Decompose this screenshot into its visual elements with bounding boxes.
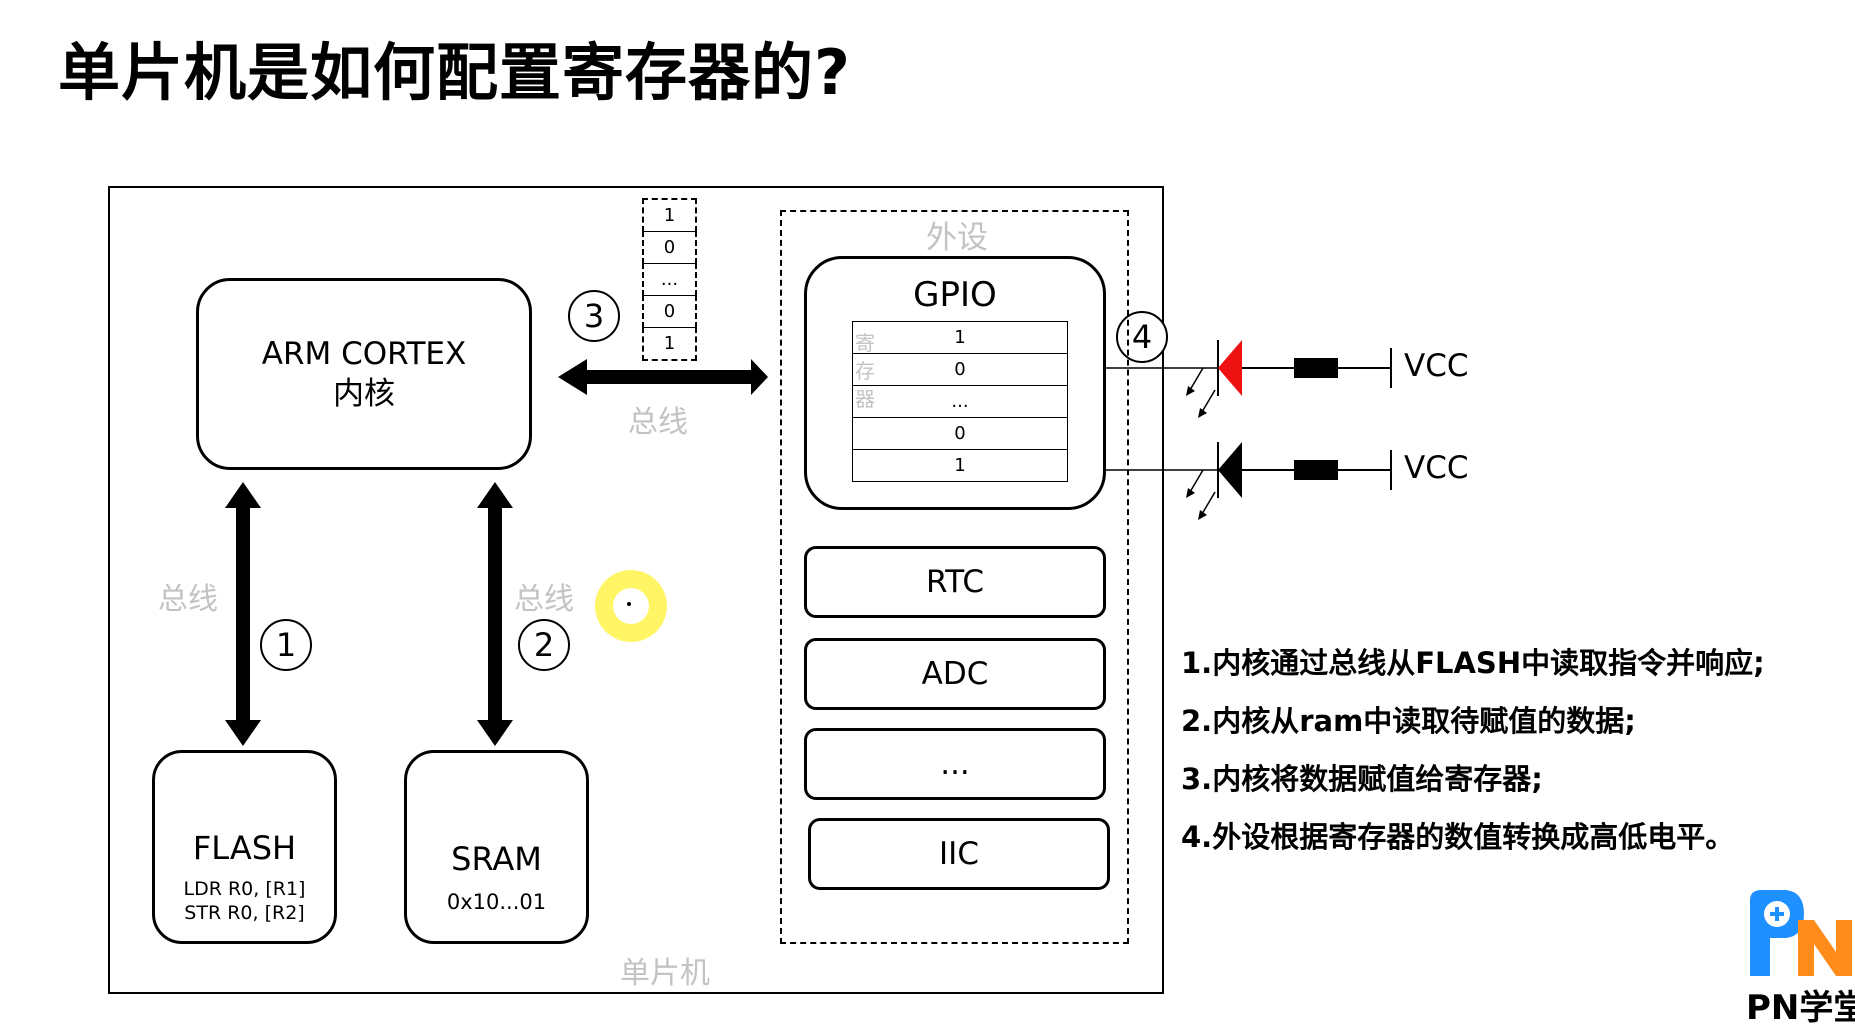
peripheral-more: ... — [804, 728, 1106, 800]
peripheral-iic: IIC — [808, 818, 1110, 890]
core-subtitle: 内核 — [333, 376, 395, 412]
flash-instruction-2: STR R0, [R2] — [184, 902, 305, 924]
circled-step-1: 1 — [260, 619, 312, 671]
flash-instruction-1: LDR R0, [R1] — [183, 878, 306, 900]
mcu-boundary — [108, 186, 1164, 994]
flash-title: FLASH — [192, 829, 297, 867]
resistor-2-icon — [1294, 460, 1338, 480]
transfer-bit: ... — [642, 263, 697, 296]
circled-step-2: 2 — [518, 619, 570, 671]
led-on-icon — [1186, 340, 1294, 418]
bus-label-top: 总线 — [628, 405, 688, 440]
circled-step-3: 3 — [568, 290, 620, 342]
bus-label-left: 总线 — [158, 582, 218, 617]
transfer-bit: 0 — [642, 231, 697, 264]
transfer-bits-table: 1 0 ... 0 1 — [642, 198, 697, 361]
bus-arrow-core-flash — [225, 482, 261, 746]
step-text-4: 4.外设根据寄存器的数值转换成高低电平。 — [1181, 820, 1735, 854]
transfer-bit: 1 — [642, 198, 697, 232]
register-bit: 0 — [852, 353, 1068, 386]
flash-box: FLASH LDR R0, [R1] STR R0, [R2] — [152, 750, 337, 944]
step-text-1: 1.内核通过总线从FLASH中读取指令并响应; — [1181, 646, 1765, 680]
register-bit: ... — [852, 385, 1068, 418]
arm-core-box: ARM CORTEX 内核 — [196, 278, 532, 470]
pn-logo-icon — [1746, 890, 1852, 978]
register-bit: 1 — [852, 321, 1068, 354]
vcc-label-2: VCC — [1404, 450, 1469, 486]
page-title: 单片机是如何配置寄存器的? — [58, 36, 851, 109]
peripheral-adc: ADC — [804, 638, 1106, 710]
register-bit: 0 — [852, 417, 1068, 450]
mcu-label: 单片机 — [620, 956, 710, 991]
step-text-3: 3.内核将数据赋值给寄存器; — [1181, 762, 1543, 796]
bus-label-middle: 总线 — [514, 582, 574, 617]
gpio-box: GPIO 寄 存 器 1 0 ... 0 1 — [804, 256, 1106, 510]
sram-value: 0x10...01 — [446, 890, 547, 914]
circled-step-4: 4 — [1116, 311, 1168, 363]
bus-arrow-core-sram — [477, 482, 513, 746]
peripherals-boundary — [780, 210, 1129, 944]
peripheral-rtc: RTC — [804, 546, 1106, 618]
logo-text: PN学堂 — [1746, 988, 1855, 1028]
transfer-bit: 1 — [642, 327, 697, 361]
step-text-2: 2.内核从ram中读取待赋值的数据; — [1181, 704, 1636, 738]
core-name: ARM CORTEX — [261, 336, 467, 372]
resistor-1-icon — [1294, 358, 1338, 378]
register-bit: 1 — [852, 449, 1068, 482]
peripherals-label: 外设 — [926, 220, 988, 256]
sram-box: SRAM 0x10...01 — [404, 750, 589, 944]
bus-arrow-core-peripheral — [558, 359, 768, 395]
sram-title: SRAM — [451, 840, 542, 878]
gpio-register-table: 1 0 ... 0 1 — [852, 321, 1068, 482]
led-off-icon — [1186, 442, 1294, 520]
gpio-title: GPIO — [913, 275, 997, 315]
vcc-label-1: VCC — [1404, 348, 1469, 384]
transfer-bit: 0 — [642, 295, 697, 328]
